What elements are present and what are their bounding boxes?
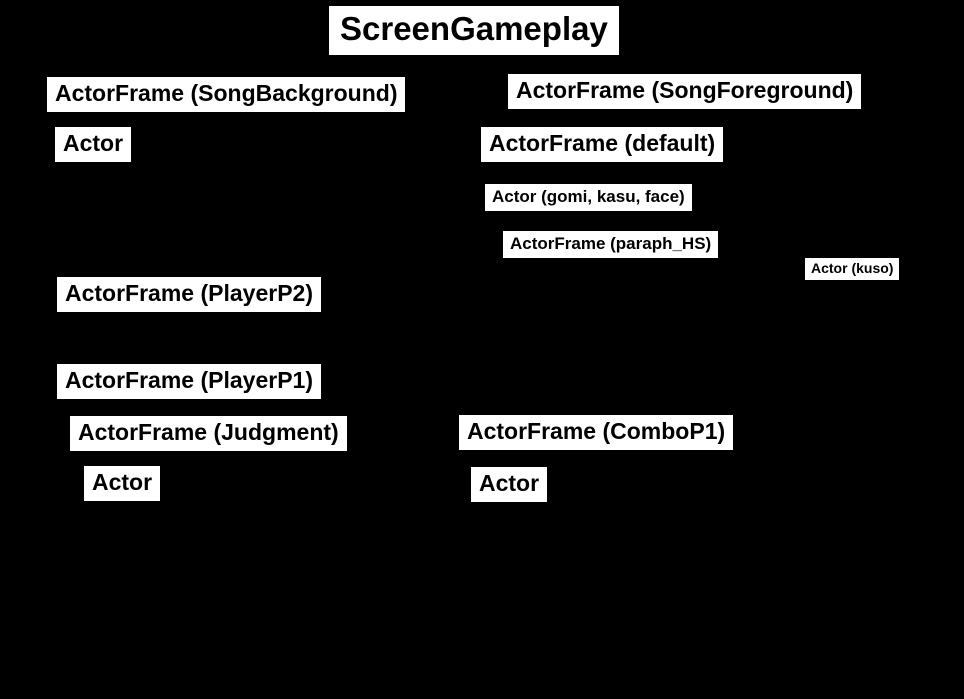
actorframe-combop1-label: ActorFrame (ComboP1) [459,415,734,451]
actorframe-paraph-hs-label: ActorFrame (paraph_HS) [503,231,719,259]
combop1-actor-label: Actor [471,467,548,503]
actorframe-default-label: ActorFrame (default) [481,127,724,163]
songbackground-actor-label: Actor [55,127,132,163]
actorframe-playerp2-label: ActorFrame (PlayerP2) [57,277,321,313]
actorframe-playerp1-label: ActorFrame (PlayerP1) [57,364,321,400]
actorframe-judgment-label: ActorFrame (Judgment) [70,416,347,452]
judgment-actor-label: Actor [84,466,161,502]
actorframe-songforeground-label: ActorFrame (SongForeground) [508,74,862,110]
actor-gomi-kasu-face-label: Actor (gomi, kasu, face) [485,184,692,212]
actorframe-songbackground-label: ActorFrame (SongBackground) [47,77,406,113]
actor-kuso-label: Actor (kuso) [805,258,900,280]
screen-title: ScreenGameplay [329,6,619,55]
